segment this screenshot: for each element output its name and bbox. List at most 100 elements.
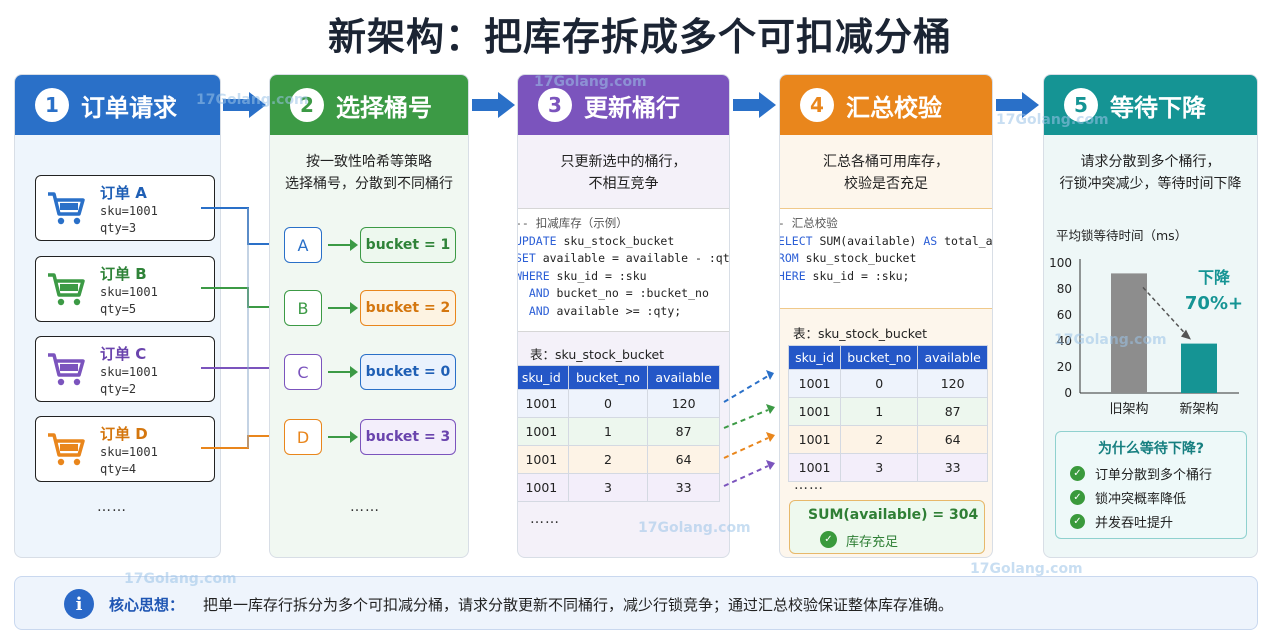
code-text: bucket_no = :bucket_no <box>549 286 709 300</box>
x-tick-label: 旧架构 <box>1109 402 1148 417</box>
cell: 33 <box>647 473 720 502</box>
step-2-desc-line-1: 按一致性哈希等策略 <box>306 154 432 170</box>
step-4-header: 4 汇总校验 <box>780 75 992 135</box>
sum-status: 库存充足 <box>846 535 899 550</box>
why-item-text: 订单分散到多个桶行 <box>1095 468 1213 483</box>
core-idea-bar: i 核心思想： 把单一库存行拆分为多个可扣减分桶，请求分散更新不同桶行，减少行锁… <box>14 576 1258 630</box>
step-3-desc-line-2: 不相互竞争 <box>588 176 659 192</box>
cart-icon <box>48 353 85 386</box>
why-item: ✓订单分散到多个桶行 <box>1070 464 1212 483</box>
step-4-desc-line-2: 校验是否充足 <box>844 176 928 192</box>
step-5-panel: 5 等待下降 请求分散到多个桶行， 行锁冲突减少，等待时间下降 平均锁等待时间（… <box>1043 74 1258 558</box>
code-comment: -- 汇总校验 <box>780 216 838 230</box>
code-text: sku_id = :sku <box>549 268 647 283</box>
y-tick-label: 40 <box>1057 334 1072 348</box>
cell: 87 <box>647 417 720 446</box>
step-2-desc-line-2: 选择桶号，分散到不同桶行 <box>285 176 453 192</box>
step-3-panel: 3 更新桶行 只更新选中的桶行， 不相互竞争 -- 扣减库存（示例） UPDAT… <box>517 74 730 558</box>
bar <box>1181 343 1217 393</box>
table-header-available: available <box>917 345 988 370</box>
check-icon: ✓ <box>820 531 837 548</box>
trend-arrow-line <box>1142 286 1188 337</box>
order-qty: qty=2 <box>100 382 137 396</box>
order-title: 订单 B <box>100 265 147 283</box>
watermark: 17Golang.com <box>970 561 1083 577</box>
code-keyword: AND <box>517 286 550 300</box>
code-text: sku_stock_bucket <box>798 251 917 265</box>
cell: 1001 <box>787 453 842 482</box>
y-tick-label: 20 <box>1057 360 1072 374</box>
route-arrows <box>328 239 358 443</box>
why-item-text: 锁冲突概率降低 <box>1095 492 1187 507</box>
route-letter-c: C <box>284 354 322 390</box>
step-label: 选择桶号 <box>336 93 432 122</box>
order-qty: qty=3 <box>100 221 137 235</box>
step-label: 订单请求 <box>81 93 177 122</box>
step-5-desc-line-2: 行锁冲突减少，等待时间下降 <box>1059 176 1242 192</box>
trend-arrow-head <box>1181 329 1191 340</box>
step-number: 2 <box>290 88 324 122</box>
step-number: 5 <box>1064 88 1098 122</box>
table-caption: 表：sku_stock_bucket <box>793 326 928 341</box>
core-idea-label: 核心思想： <box>109 596 185 614</box>
sum-sql-code: -- 汇总校验 SELECT SUM(available) AS total_a… <box>780 208 993 309</box>
order-title: 订单 C <box>100 345 147 363</box>
order-qty: qty=5 <box>100 302 137 316</box>
cell: 1 <box>567 417 649 446</box>
bucket-target-3: bucket = 3 <box>360 419 456 455</box>
step-3-header: 3 更新桶行 <box>518 75 729 135</box>
cell: 1001 <box>518 445 569 474</box>
check-icon: ✓ <box>1070 490 1085 505</box>
chart-title: 平均锁等待时间（ms） <box>1056 228 1188 243</box>
step-label: 更新桶行 <box>584 93 680 122</box>
cell: 0 <box>567 389 649 418</box>
cart-icon <box>48 192 85 225</box>
check-icon: ✓ <box>1070 514 1085 529</box>
why-item-text: 并发吞吐提升 <box>1095 516 1174 531</box>
cart-icon <box>48 273 85 306</box>
step-number: 4 <box>800 88 834 122</box>
why-item: ✓ 锁冲突概率降低 <box>1070 488 1186 507</box>
code-text: total_avail <box>944 233 993 248</box>
route-letter-b: B <box>284 290 322 326</box>
more-routes: …… <box>350 499 380 515</box>
cell: 3 <box>567 473 649 502</box>
sync-arrows <box>723 370 775 487</box>
core-idea-text: 把单一库存行拆分为多个可扣减分桶，请求分散更新不同桶行，减少行锁竞争；通过汇总校… <box>203 596 954 614</box>
order-sku: sku=1001 <box>100 365 158 379</box>
table-header-sku-id: sku_id <box>518 365 569 390</box>
order-sku: sku=1001 <box>100 285 158 299</box>
y-tick-label: 80 <box>1057 282 1072 296</box>
table-header-bucket-no: bucket_no <box>567 365 649 390</box>
more-orders: …… <box>97 499 127 515</box>
step-label: 等待下降 <box>1110 93 1206 122</box>
watermark: 17Golang.com <box>638 520 751 536</box>
sum-result-box: SUM(available) = 304 ✓ 库存充足 <box>789 500 985 554</box>
table-caption: 表：sku_stock_bucket <box>530 347 665 362</box>
watermark: 17Golang.com <box>996 112 1109 128</box>
bar <box>1111 273 1147 393</box>
watermark: 17Golang.com <box>534 74 647 90</box>
bucket-target-2: bucket = 2 <box>360 290 456 326</box>
why-title: 为什么等待下降? <box>1097 441 1205 457</box>
y-tick-label: 0 <box>1064 386 1072 400</box>
step-4-desc-line-1: 汇总各桶可用库存， <box>823 154 949 170</box>
route-letter-a: A <box>284 227 322 263</box>
bucket-target-0: bucket = 0 <box>360 354 456 390</box>
code-keyword: AND <box>517 303 550 318</box>
order-card-d: 订单 D sku=1001 qty=4 <box>35 416 215 482</box>
cell: 1 <box>840 397 919 426</box>
flow-arrow-4 <box>996 92 1039 118</box>
drop-annotation-value: 70%+ <box>1185 293 1243 314</box>
code-text: (available) <box>840 233 924 248</box>
step-number: 1 <box>35 88 69 122</box>
order-card-b: 订单 B sku=1001 qty=5 <box>35 256 215 322</box>
why-box: 为什么等待下降? ✓订单分散到多个桶行 ✓ 锁冲突概率降低 ✓ 并发吞吐提升 <box>1055 431 1247 539</box>
cell: 120 <box>647 389 720 418</box>
